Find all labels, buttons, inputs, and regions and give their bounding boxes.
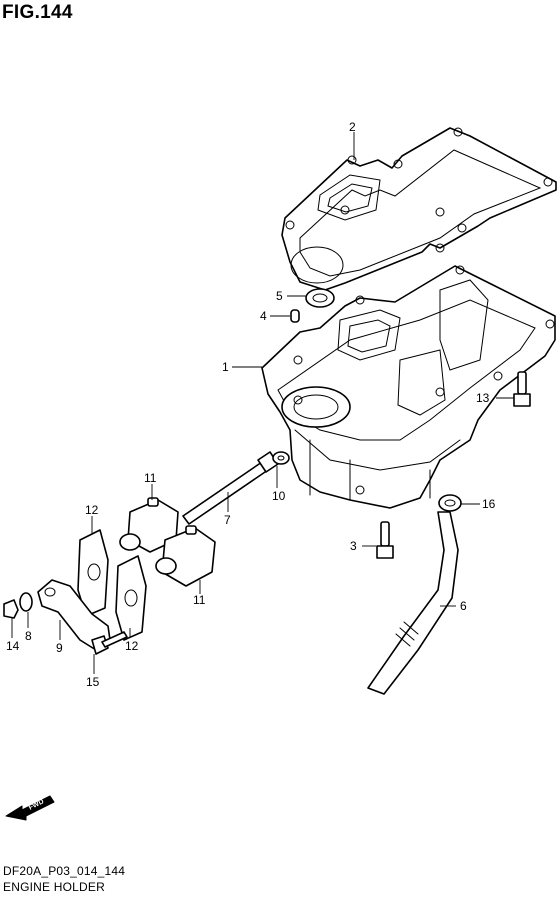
callout-4: 4 <box>260 309 267 323</box>
callout-16: 16 <box>482 497 496 511</box>
callout-1: 1 <box>222 360 229 374</box>
leader-lines <box>11 132 514 674</box>
engine-holder-part-1 <box>261 265 556 509</box>
callout-14: 14 <box>6 639 20 653</box>
washer-part-8 <box>19 592 33 612</box>
dowel-pin-part-4 <box>290 309 300 323</box>
callout-7: 7 <box>224 513 231 527</box>
callout-12-upper: 12 <box>85 503 99 517</box>
callout-2: 2 <box>349 120 356 134</box>
callout-13: 15 <box>86 675 100 689</box>
mount-part-11-lower <box>155 525 216 587</box>
clip-part-16 <box>438 494 462 512</box>
callout-10: 10 <box>272 489 286 503</box>
callout-5: 5 <box>276 289 283 303</box>
plate-part-12-upper <box>77 529 109 617</box>
figure-title: FIG.144 <box>2 2 73 23</box>
plate-part-12-lower <box>115 555 147 641</box>
fwd-arrow-icon: FWD <box>5 795 55 821</box>
gasket-part-2 <box>281 127 557 291</box>
callout-15: 13 <box>476 391 490 405</box>
callout-11-lower: 11 <box>193 593 206 607</box>
callout-9: 9 <box>56 641 63 655</box>
callout-12-lower: 12 <box>125 639 139 653</box>
bolt-part-15 <box>513 371 531 407</box>
callout-6: 6 <box>460 599 467 613</box>
washer-part-10 <box>272 451 290 465</box>
bolt-part-3 <box>376 521 394 559</box>
tube-part-6 <box>367 511 459 695</box>
bolt-part-13 <box>91 631 128 655</box>
oil-seal-part-5 <box>305 288 335 308</box>
callout-3: 3 <box>350 539 357 553</box>
callout-8: 8 <box>25 629 32 643</box>
callout-11-upper: 11 <box>144 471 157 485</box>
figure-caption: ENGINE HOLDER <box>3 880 105 894</box>
nut-part-14 <box>3 599 19 619</box>
model-code: DF20A_P03_014_144 <box>3 864 126 878</box>
